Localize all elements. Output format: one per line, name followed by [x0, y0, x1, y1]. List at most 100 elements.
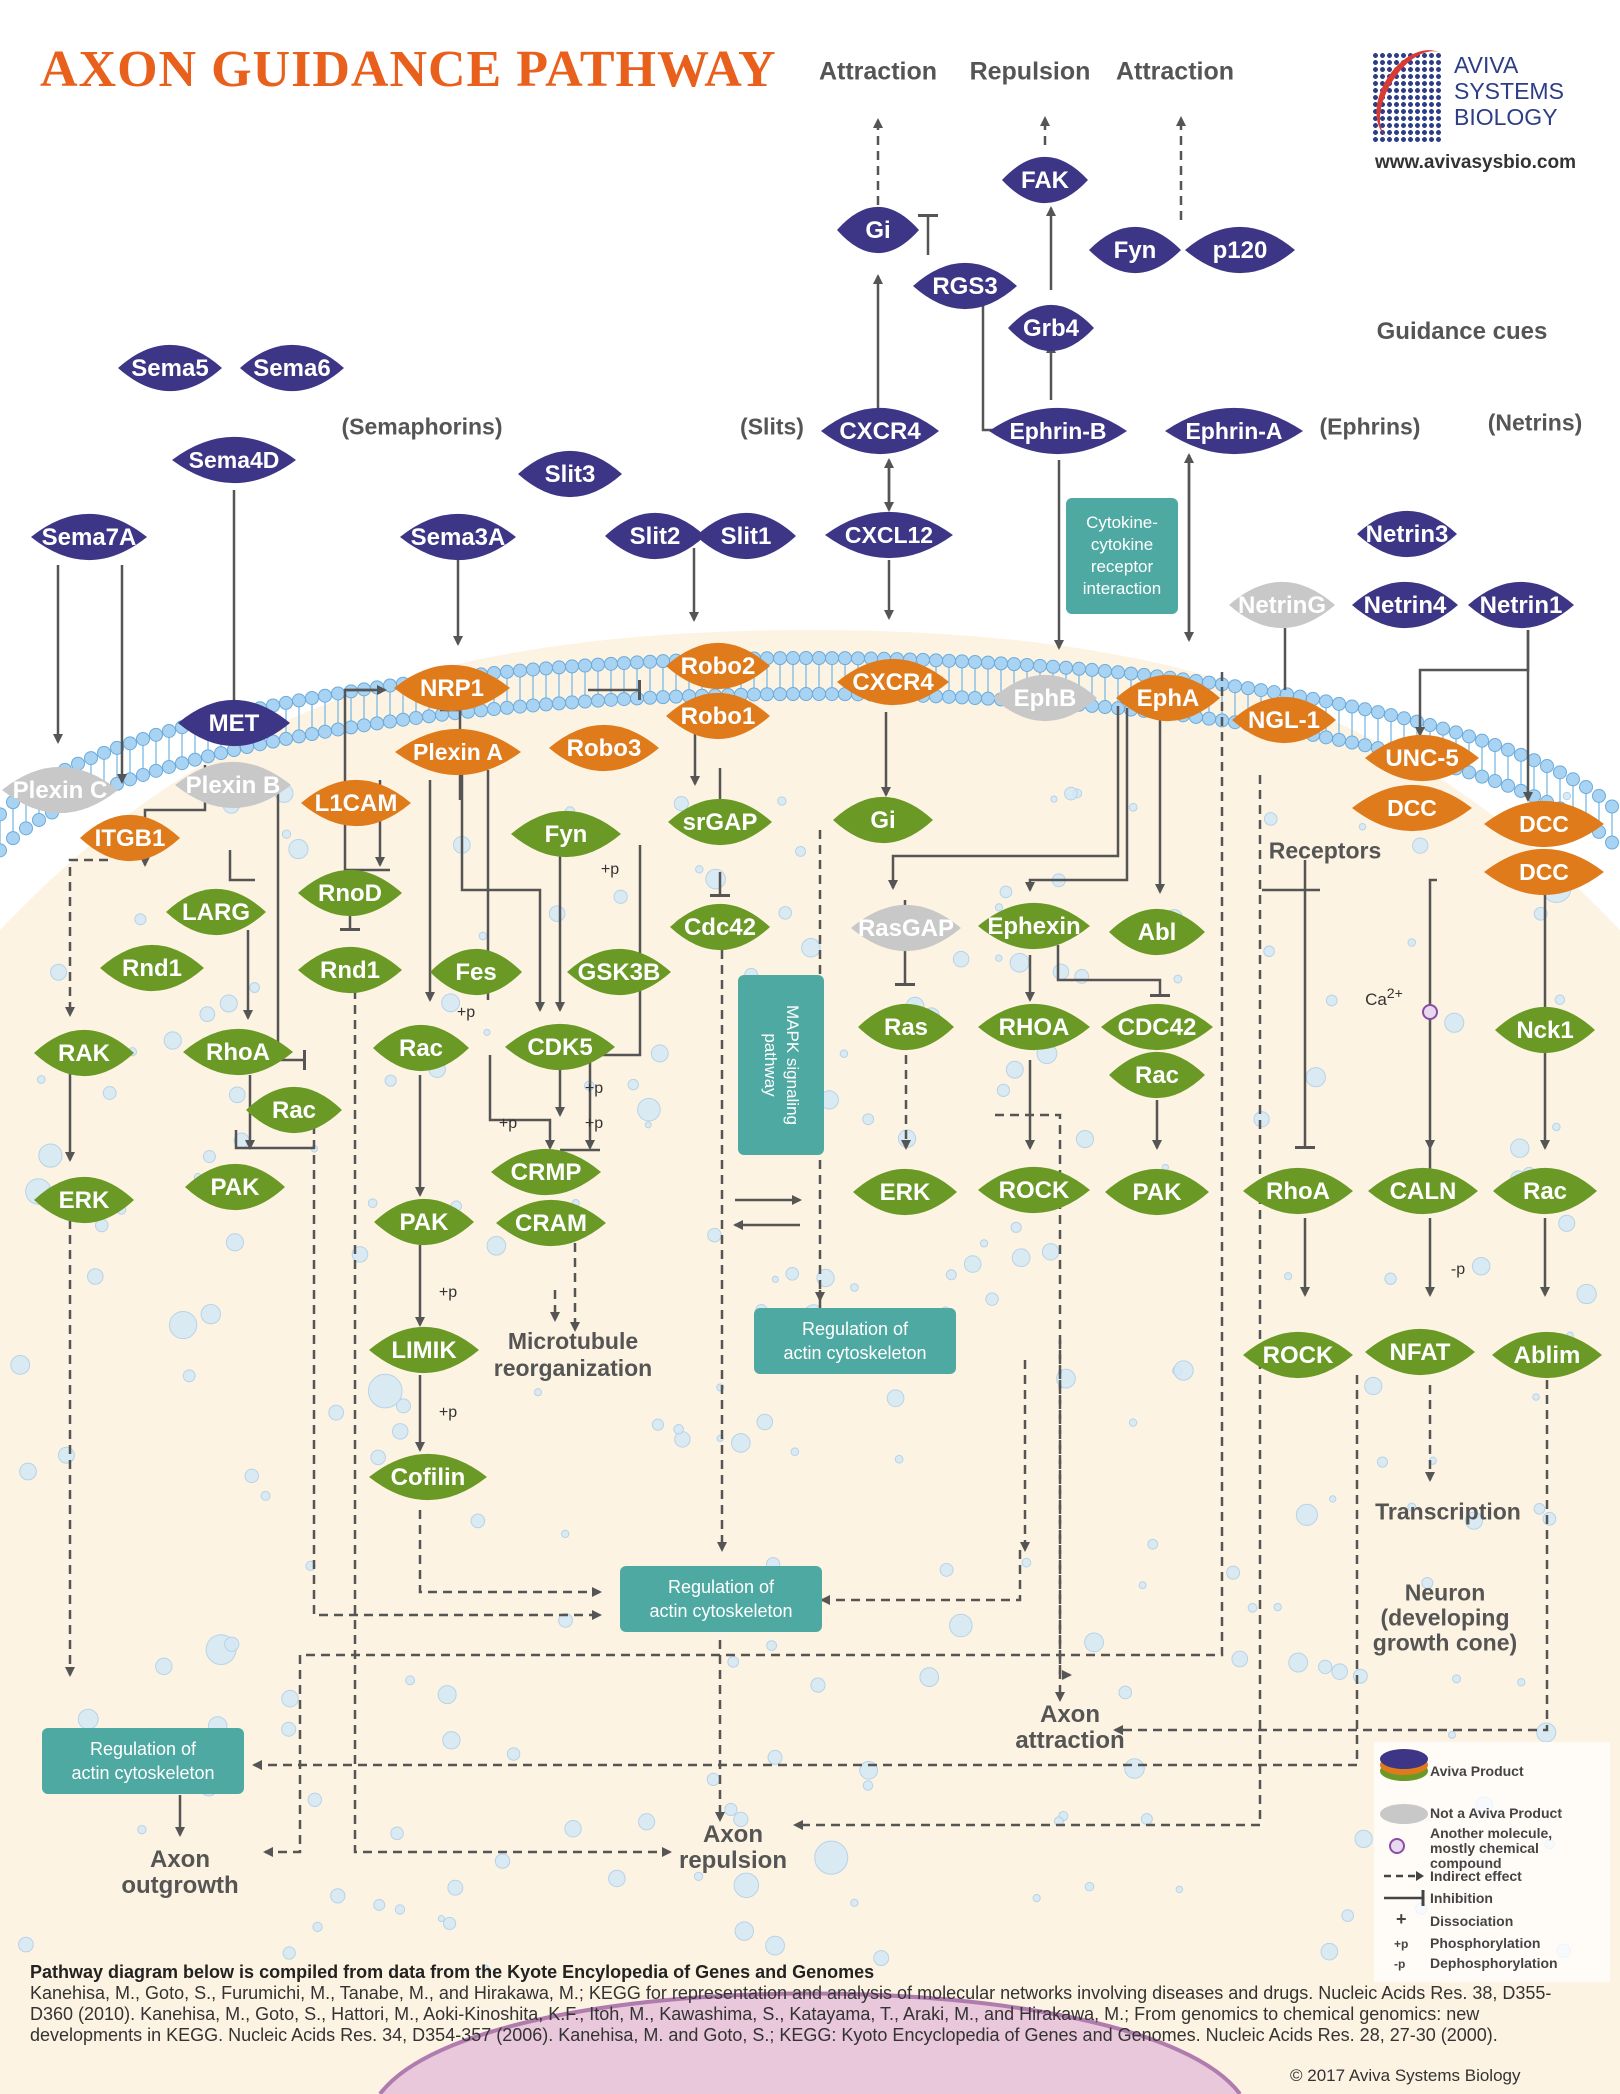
- node-cxcr4: CXCR4: [837, 658, 949, 706]
- legend: Aviva Product Not a Aviva Product Anothe…: [1374, 1742, 1610, 1982]
- pathway-edge: [1425, 878, 1437, 1150]
- node-met: MET: [178, 699, 290, 747]
- node-epha: EphA: [1116, 674, 1220, 722]
- node-limik: LIMIK: [369, 1326, 479, 1374]
- pathway-edge: [234, 1130, 315, 1150]
- node-rgs3: RGS3: [913, 262, 1017, 310]
- node-label: RnoD: [318, 880, 382, 907]
- node-label: Rnd1: [122, 955, 182, 982]
- node-label: Cdc42: [684, 914, 756, 941]
- node-label: Robo1: [681, 703, 756, 730]
- node-label: MET: [209, 710, 260, 737]
- node-rnd1-b: Rnd1: [298, 946, 402, 994]
- node-label: Ablim: [1514, 1342, 1581, 1369]
- node-label: EphB: [1014, 685, 1077, 712]
- pathway-edge: [995, 1113, 1072, 1680]
- node-rnod: RnoD: [298, 869, 402, 917]
- node-label: Gi: [865, 217, 890, 244]
- node-nrp1: NRP1: [394, 664, 510, 712]
- nucleus-membrane: [378, 1991, 1242, 2094]
- node-fyn: Fyn: [511, 810, 621, 858]
- label-ephrins: (Ephrins): [1319, 413, 1421, 440]
- label-attraction-1: Attraction: [818, 57, 938, 86]
- node-label: Netrin3: [1366, 521, 1449, 548]
- phospho-label: +p: [584, 1080, 604, 1097]
- copyright: © 2017 Aviva Systems Biology: [1290, 2066, 1521, 2085]
- node-label: FAK: [1021, 167, 1070, 194]
- phospho-label: +p: [498, 1115, 518, 1132]
- node-plexin-b: Plexin B: [175, 761, 291, 809]
- pathway-edge: [1415, 630, 1530, 737]
- node-label: PAK: [211, 1174, 261, 1201]
- label-ca2: Ca2+: [1365, 986, 1403, 1009]
- node-srgap: srGAP: [668, 798, 772, 846]
- node-unc5: UNC-5: [1365, 734, 1479, 782]
- node-label: Gi: [870, 807, 895, 834]
- node-label: PAK: [400, 1209, 450, 1236]
- node-label: CRAM: [515, 1210, 587, 1237]
- node-label: RAK: [58, 1040, 111, 1067]
- node-rhoa-a: RhoA: [183, 1028, 293, 1076]
- pathway-edge: [263, 672, 1224, 1857]
- node-rnd1-a: Rnd1: [100, 944, 204, 992]
- node-cram: CRAM: [496, 1199, 606, 1247]
- node-label: CXCR4: [839, 418, 921, 445]
- phospho-label: +p: [438, 1404, 458, 1421]
- node-label: Sema3A: [411, 524, 506, 551]
- calcium-compound-icon: [1422, 1004, 1438, 1020]
- node-label: DCC: [1519, 811, 1569, 837]
- node-label: Sema6: [253, 355, 330, 382]
- pathway-edge: [793, 775, 1262, 1830]
- node-label: Rac: [1523, 1178, 1567, 1205]
- node-label: LIMIK: [391, 1337, 457, 1364]
- dephospho-label: -p: [1450, 1261, 1466, 1278]
- node-label: CDK5: [527, 1034, 592, 1061]
- label-attraction-2: Attraction: [1115, 57, 1235, 86]
- node-cdc42: Cdc42: [670, 903, 770, 951]
- pathway-edge: [252, 1375, 1359, 1770]
- page-title: AXON GUIDANCE PATHWAY: [40, 41, 777, 98]
- node-label: NFAT: [1390, 1339, 1451, 1366]
- label-guidance-cues: Guidance cues: [1376, 318, 1548, 345]
- node-pak-a: PAK: [185, 1163, 285, 1211]
- node-label: CALN: [1390, 1178, 1457, 1205]
- node-label: Cofilin: [391, 1464, 466, 1491]
- node-ephb: EphB: [993, 674, 1097, 722]
- node-label: CXCR4: [852, 669, 934, 696]
- node-l1cam: L1CAM: [301, 779, 411, 827]
- node-rak: RAK: [34, 1029, 134, 1077]
- label-slits: (Slits): [740, 413, 804, 440]
- node-dcc-3: DCC: [1484, 848, 1604, 896]
- pathway-edge: [1025, 708, 1129, 892]
- logo-url: www.avivasysbio.com: [1375, 152, 1576, 173]
- node-dcc-1: DCC: [1352, 784, 1472, 832]
- aviva-logo-icon: [1372, 52, 1442, 144]
- node-label: ITGB1: [95, 825, 166, 852]
- node-label: Ephexin: [987, 913, 1080, 940]
- logo-text: AVIVA SYSTEMS BIOLOGY: [1454, 52, 1564, 130]
- node-label: UNC-5: [1385, 745, 1458, 772]
- node-dcc-2: DCC: [1484, 800, 1604, 848]
- node-nfat: NFAT: [1365, 1328, 1475, 1376]
- node-caln: CALN: [1368, 1167, 1478, 1215]
- node-label: RhoA: [1266, 1178, 1330, 1205]
- node-pak-b: PAK: [374, 1198, 474, 1246]
- node-rac-a: Rac: [246, 1086, 342, 1134]
- phospho-label: +p: [584, 1115, 604, 1132]
- pathway-edge: [888, 706, 1120, 890]
- pathway-edge: [65, 858, 108, 1017]
- node-sema5: Sema5: [118, 344, 222, 392]
- node-nck1: Nck1: [1495, 1006, 1595, 1054]
- nucleus: [380, 1993, 1240, 2094]
- node-itgb1: ITGB1: [80, 814, 180, 862]
- node-abl: Abl: [1109, 908, 1205, 956]
- node-slit1: Slit1: [696, 512, 796, 560]
- node-ngl1: NGL-1: [1232, 696, 1336, 744]
- pathway-edge: [981, 296, 1000, 432]
- node-rock-a: ROCK: [978, 1166, 1090, 1214]
